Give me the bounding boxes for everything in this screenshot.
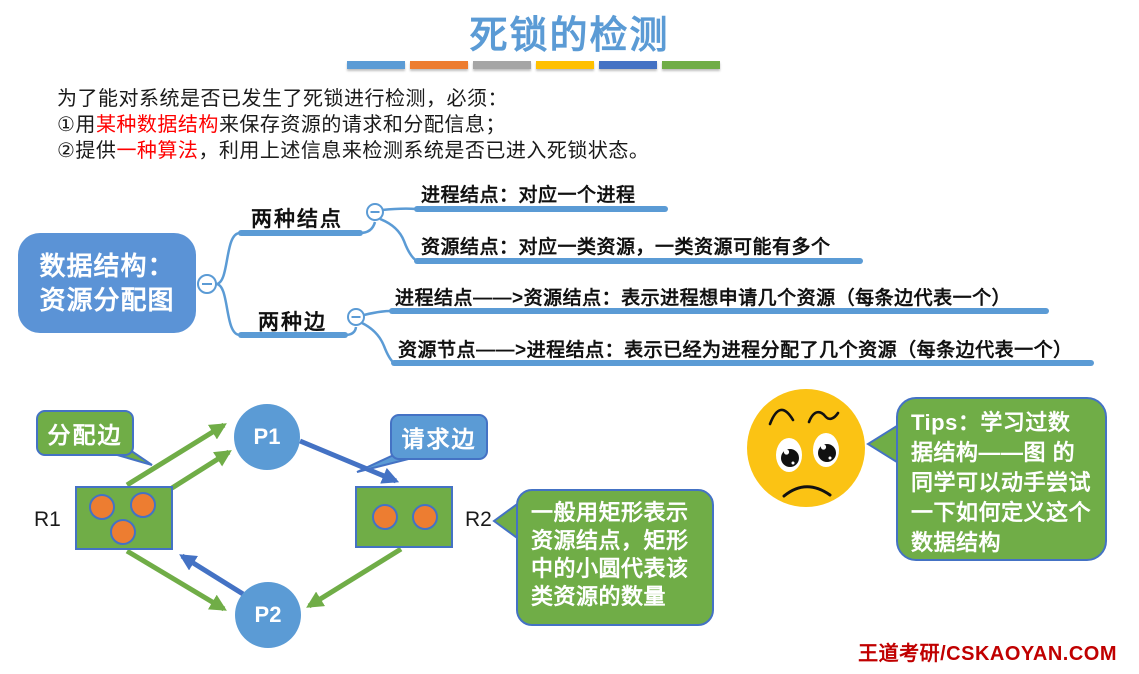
tips-callout: Tips：学习过数据结构——图 的同学可以动手尝试一下如何定义这个数据结构 [896,397,1107,561]
mindmap-branch-edge-types: 两种边 [258,311,327,334]
mindmap-branch-node-types: 两种结点 [251,208,343,231]
intro-line-2-post: 来保存资源的请求和分配信息； [218,114,506,136]
intro-line-3: ②提供一种算法，利用上述信息来检测系统是否已进入死锁状态。 [57,138,649,164]
intro-line-3-highlight: 一种算法 [116,140,199,162]
allocation-edge-callout: 分配边 [36,410,134,456]
intro-line-2: ①用某种数据结构来保存资源的请求和分配信息； [57,112,649,138]
tips-label: Tips： [911,410,981,435]
intro-paragraph: 为了能对系统是否已发生了死锁进行检测，必须： ①用某种数据结构来保存资源的请求和… [57,86,649,164]
resource-node-note-callout: 一般用矩形表示资源结点，矩形中的小圆代表该类资源的数量 [516,489,714,626]
request-edge-callout: 请求边 [390,414,488,460]
mindmap-root-node: 数据结构： 资源分配图 [18,233,196,333]
tips-body: 学习过数据结构——图 的同学可以动手尝试一下如何定义这个数据结构 [911,410,1092,555]
resource-unit-dot [89,494,115,520]
mindmap-leaf-request-edge: 进程结点——>资源结点：表示进程想申请几个资源（每条边代表一个） [395,288,1012,309]
resource-label-r1: R1 [34,508,61,531]
process-node-p1: P1 [234,404,300,470]
process-node-p2: P2 [235,582,301,648]
resource-label-r2: R2 [465,508,492,531]
intro-line-3-pre: ②提供 [57,140,117,162]
accent-bar [410,61,468,69]
mindmap-leaf-resource-node: 资源结点：对应一类资源，一类资源可能有多个 [421,237,831,258]
intro-line-3-post: ，利用上述信息来检测系统是否已进入死锁状态。 [198,140,650,162]
angry-face-icon [747,389,865,507]
mindmap-leaf-process-node: 进程结点：对应一个进程 [421,185,636,206]
resource-unit-dot [110,519,136,545]
title-accent-bars [347,61,720,69]
resource-unit-dot [372,504,398,530]
mindmap-root-line2: 资源分配图 [39,285,175,315]
resource-unit-dot [130,492,156,518]
intro-line-2-highlight: 某种数据结构 [95,114,219,136]
accent-bar [473,61,531,69]
mindmap-root-line1: 数据结构： [39,251,175,281]
watermark: 王道考研/CSKAOYAN.COM [858,643,1117,665]
accent-bar [662,61,720,69]
accent-bar [347,61,405,69]
callout-tails [99,422,901,542]
intro-line-1: 为了能对系统是否已发生了死锁进行检测，必须： [57,88,508,110]
accent-bar [599,61,657,69]
accent-bar [536,61,594,69]
resource-node-r2 [355,486,453,548]
resource-unit-dot [412,504,438,530]
mindmap-leaf-allocation-edge: 资源节点——>进程结点：表示已经为进程分配了几个资源（每条边代表一个） [398,340,1073,361]
intro-line-2-pre: ①用 [57,114,96,136]
page-title: 死锁的检测 [469,15,670,57]
